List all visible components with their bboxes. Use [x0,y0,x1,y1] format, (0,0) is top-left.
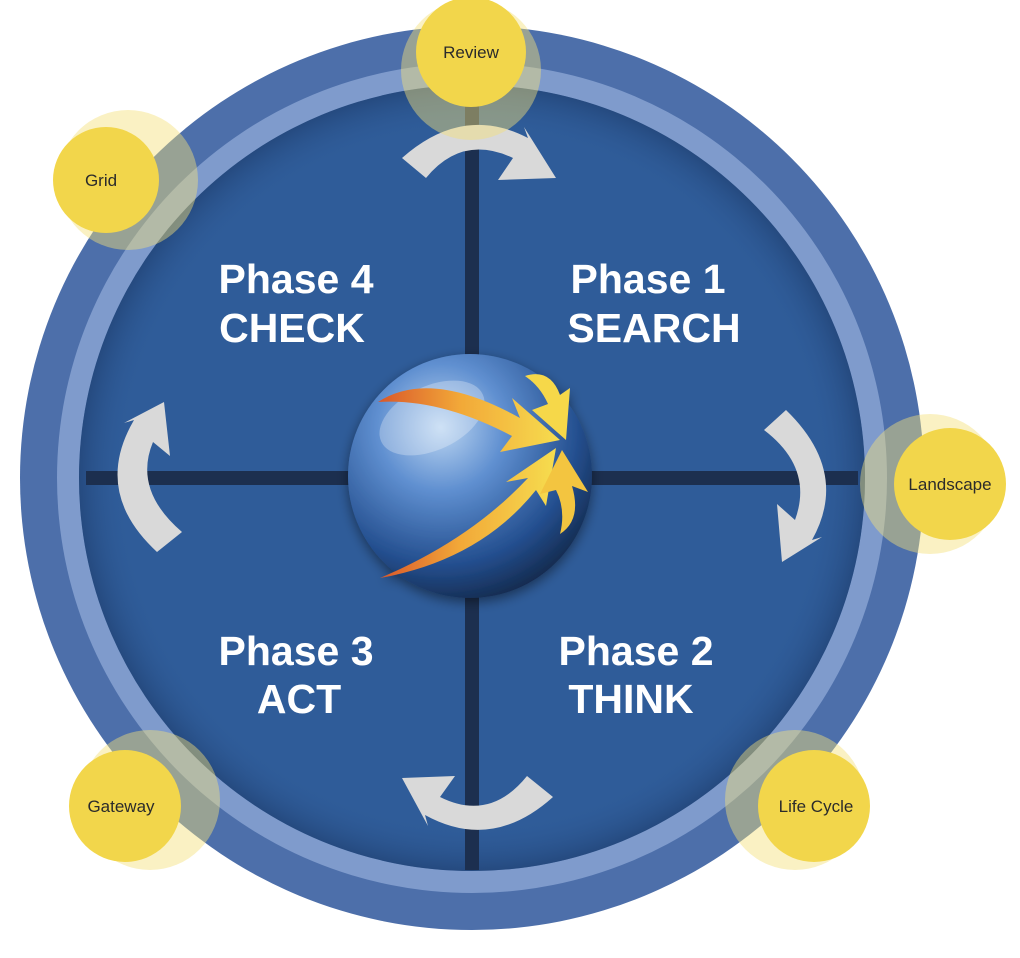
node-gateway-label: Gateway [87,797,155,816]
node-review-label: Review [443,43,499,62]
bottom-clockwise-arrow-icon [402,776,553,830]
phase-3-number: Phase 3 [219,628,374,674]
node-landscape: Landscape [860,414,1006,554]
phase-2-number: Phase 2 [559,628,714,674]
phase-4-number: Phase 4 [219,256,374,302]
node-review-disc [416,0,526,107]
node-gateway: Gateway [69,730,220,870]
node-grid: Grid [53,110,198,250]
right-clockwise-arrow-icon [764,410,827,562]
phase-1-label: Phase 1 SEARCH [567,256,740,351]
phase-1-number: Phase 1 [571,256,726,302]
globe-ray-top [525,374,570,440]
globe-ray-lower [380,448,556,578]
globe-with-converging-arrows-icon [348,354,592,598]
globe-ray-bottom [540,450,588,534]
left-clockwise-arrow-icon [117,402,182,552]
phase-2-label: Phase 2 THINK [559,628,714,722]
phase-1-name: SEARCH [567,305,740,351]
node-review: Review [401,0,541,140]
phase-2-name: THINK [568,676,694,722]
node-gateway-disc [69,750,181,862]
node-grid-label: Grid [85,171,117,190]
top-clockwise-arrow-icon [402,124,556,180]
phase-3-name: ACT [257,676,341,722]
node-life-cycle: Life Cycle [725,730,870,870]
node-life-cycle-label: Life Cycle [779,797,854,816]
node-life-cycle-disc [758,750,870,862]
phase-3-label: Phase 3 ACT [219,628,374,722]
node-landscape-disc [894,428,1006,540]
phase-4-name: CHECK [219,305,365,351]
node-grid-disc [53,127,159,233]
globe-ray-upper [378,388,560,452]
node-landscape-label: Landscape [908,475,991,494]
phase-4-label: Phase 4 CHECK [219,256,374,351]
